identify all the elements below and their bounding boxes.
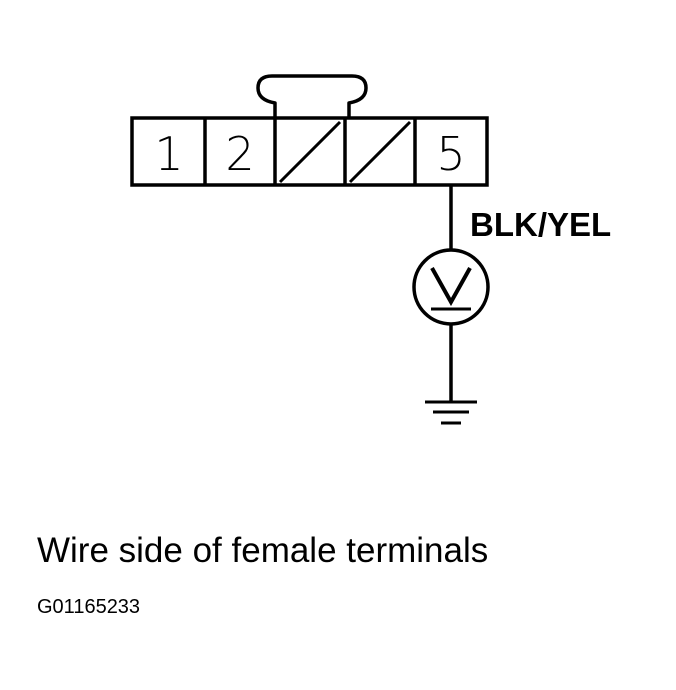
connector-lock-tab [256, 74, 368, 118]
terminal-1-label: 1 [154, 127, 183, 181]
voltmeter-icon [412, 248, 490, 326]
ground-icon [425, 400, 477, 425]
cavity-dividers [203, 118, 417, 185]
wire-color-label: BLK/YEL [470, 206, 611, 243]
terminal-5-label: 5 [436, 127, 465, 181]
empty-cavity-4-slash [348, 120, 412, 184]
figure-id: G01165233 [37, 596, 141, 618]
diagram-caption: Wire side of female terminals [37, 531, 489, 570]
terminal-2-label: 2 [225, 127, 254, 181]
empty-cavity-3-slash [278, 120, 342, 184]
